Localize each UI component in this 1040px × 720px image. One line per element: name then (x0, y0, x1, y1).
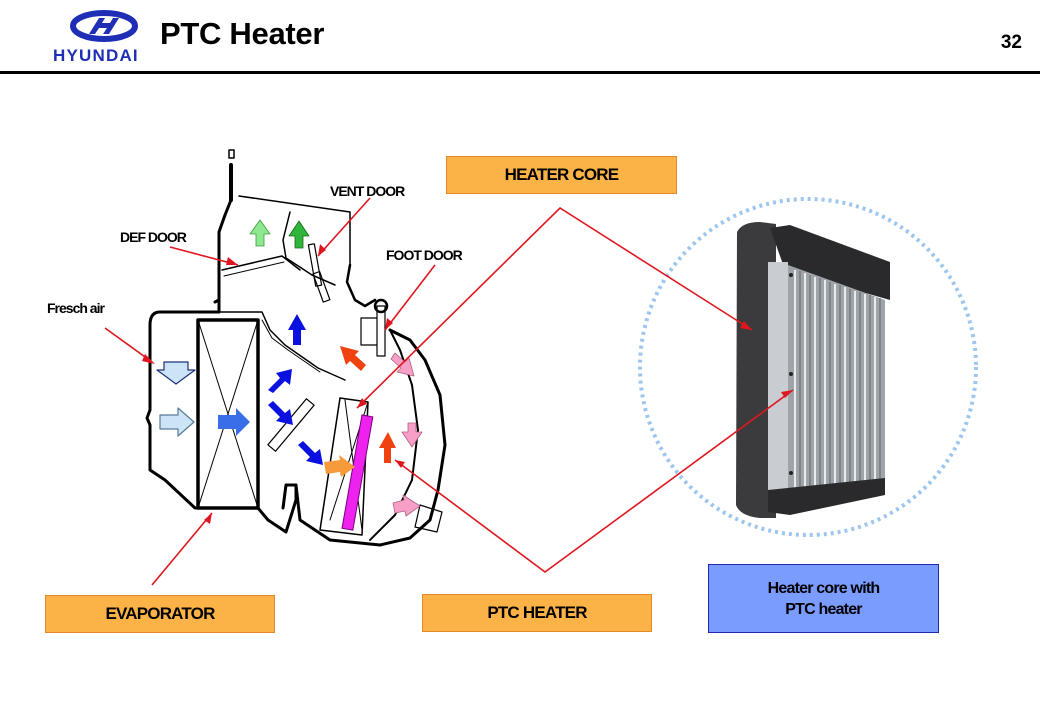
slide-title: PTC Heater (160, 16, 325, 51)
page-number: 32 (1000, 32, 1022, 53)
ptc-heater-leader (394, 389, 794, 573)
hyundai-emblem-icon (70, 10, 138, 42)
foot-air-arrow-1 (390, 352, 415, 377)
heated-air-arrow-orange (324, 455, 355, 477)
fresh-air-right-arrow (159, 407, 195, 437)
ptc-heater-element (341, 414, 374, 531)
fresh-air-down-arrow (156, 361, 196, 385)
brand-wordmark: HYUNDAI (53, 46, 139, 65)
fresh-air-label: Fresch air (47, 300, 105, 316)
photo-caption-box: Heater core with PTC heater (708, 564, 939, 633)
vent-door-label: VENT DOOR (330, 183, 405, 199)
flow-down-right-arrow-2 (298, 441, 323, 465)
vent-arrow-green (288, 220, 310, 249)
flow-down-right-arrow-1 (268, 401, 293, 425)
def-door-label: DEF DOOR (120, 229, 187, 245)
heated-air-arrow-red-1 (340, 346, 366, 371)
header-divider (0, 71, 1040, 74)
def-door-leader (169, 246, 239, 266)
heated-air-arrow-red-2 (379, 432, 396, 463)
heater-core-box: HEATER CORE (446, 156, 677, 194)
ptc-heater-box: PTC HEATER (422, 594, 652, 632)
flow-up-arrow (288, 314, 306, 345)
evaporator-leader (151, 512, 213, 586)
foot-air-arrow-2 (401, 422, 423, 448)
evaporator-box: EVAPORATOR (45, 595, 275, 633)
hvac-housing-outline (145, 149, 447, 547)
airflow-arrows (156, 219, 423, 517)
vent-door-leader (317, 197, 371, 257)
heater-core-photo (736, 222, 890, 518)
vent-arrow-light-green (249, 219, 271, 247)
flow-up-right-arrow (268, 369, 292, 393)
leader-lines (104, 197, 794, 586)
photo-caption-line-2: PTC heater (785, 600, 862, 618)
foot-door-label: FOOT DOOR (386, 247, 463, 263)
leader-arrowheads (142, 244, 793, 524)
photo-dotted-ring (638, 197, 978, 537)
foot-air-arrow-3 (392, 494, 421, 517)
heater-core-leader (356, 206, 753, 409)
foot-door-leader (384, 264, 436, 331)
hyundai-logo (55, 10, 155, 66)
cooled-air-arrow (218, 408, 250, 436)
photo-caption-line-1: Heater core with (767, 579, 880, 597)
